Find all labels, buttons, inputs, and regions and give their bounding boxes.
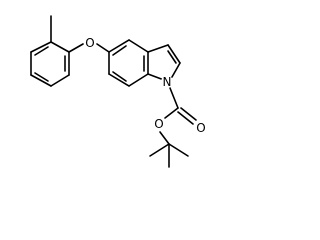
aromatic-double-bond bbox=[34, 46, 49, 56]
boc-group bbox=[149, 87, 197, 168]
bond bbox=[128, 39, 149, 53]
atom-ether-oxygen: O bbox=[84, 36, 96, 50]
atom-label: O bbox=[85, 36, 94, 50]
ether-bond-indole bbox=[96, 43, 110, 53]
carbonyl-double-bond bbox=[177, 111, 194, 125]
bond bbox=[147, 73, 165, 81]
atom-label: O bbox=[154, 117, 163, 131]
tert-butyl-bond bbox=[149, 143, 170, 157]
aromatic-double-bond bbox=[112, 71, 127, 82]
indole-pyrrole-ring bbox=[147, 44, 181, 81]
ester-bond bbox=[164, 107, 179, 119]
tolyl-ring bbox=[30, 15, 70, 87]
indole-benzene-ring bbox=[108, 39, 149, 87]
ester-bond bbox=[159, 131, 170, 145]
atom-indole-nitrogen: N bbox=[161, 75, 173, 89]
carbonyl-double-bond bbox=[180, 107, 197, 121]
bond bbox=[167, 44, 181, 64]
bond bbox=[108, 39, 130, 53]
atom-label: O bbox=[196, 121, 205, 135]
bond bbox=[147, 44, 169, 53]
bond bbox=[171, 62, 181, 78]
n-carbonyl-bond bbox=[169, 87, 179, 109]
atom-label: N bbox=[163, 75, 172, 89]
tert-butyl-bond bbox=[168, 143, 189, 157]
pyrrole-double-bond bbox=[167, 50, 177, 64]
bond bbox=[108, 73, 130, 87]
atom-carbonyl-oxygen: O bbox=[195, 121, 207, 135]
bond bbox=[50, 41, 70, 53]
molecule-structure: O N O O bbox=[30, 15, 207, 168]
bond bbox=[30, 74, 52, 87]
aromatic-double-bond bbox=[34, 72, 49, 82]
atom-ester-oxygen: O bbox=[153, 117, 165, 131]
aromatic-double-bond bbox=[112, 45, 127, 56]
bond bbox=[128, 73, 149, 87]
bond bbox=[50, 74, 70, 87]
bond bbox=[30, 41, 52, 53]
ether-bond-aryl bbox=[68, 43, 84, 53]
